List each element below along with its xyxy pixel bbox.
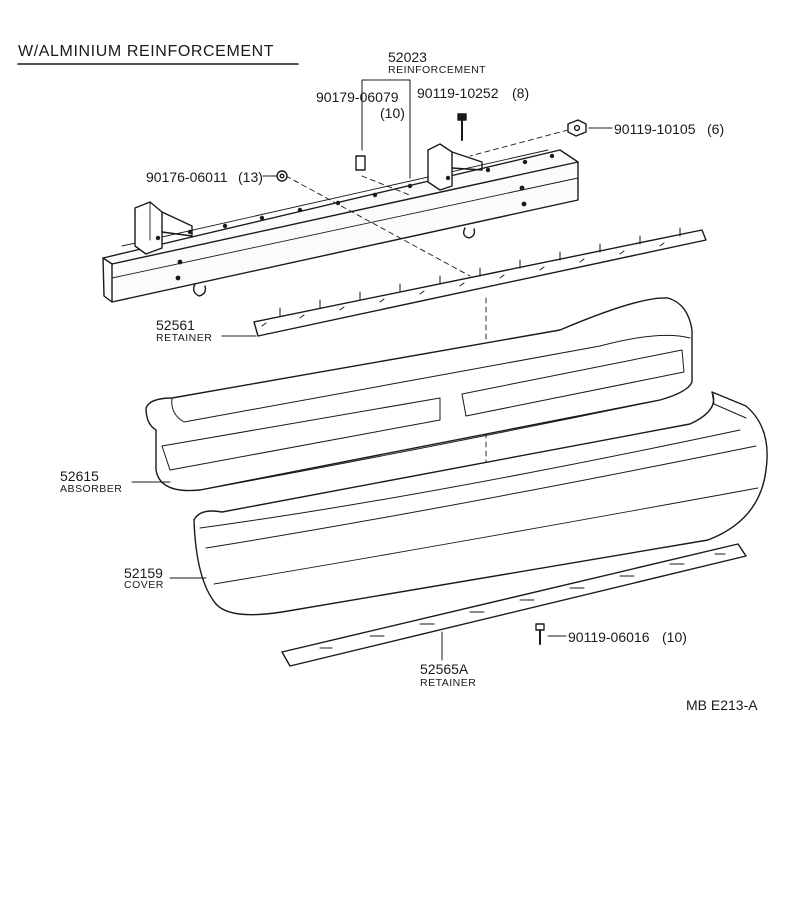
bolt-90119-10252-qty: (8) <box>512 85 530 101</box>
bolt-90119-06016-qty: (10) <box>662 629 687 645</box>
nut-90119-10105-number: 90119-10105 <box>614 121 696 137</box>
nut-90119-10105-shape <box>567 119 587 137</box>
bolt-90119-10252-number: 90119-10252 <box>417 85 499 101</box>
retainer-upper-number: 52561 <box>156 317 195 333</box>
nut-90179-06079-shape <box>355 155 366 171</box>
retainer-upper-name: RETAINER <box>156 332 213 344</box>
leader-lines <box>131 79 613 661</box>
nut-90119-10105-qty: (6) <box>707 121 725 137</box>
lower-retainer-strip <box>281 543 747 667</box>
retainer-lower-name: RETAINER <box>420 677 477 689</box>
nut-90176-06011-number: 90176-06011 <box>146 169 228 185</box>
nut-90179-06079-qty: (10) <box>380 105 405 121</box>
cover-body <box>193 391 768 616</box>
bolt-90119-10252-shape <box>457 113 467 141</box>
diagram-code: MB E213-A <box>686 697 758 713</box>
nut-90176-06011-qty: (13) <box>238 169 263 185</box>
bolt-90119-06016-shape <box>535 623 545 645</box>
upper-retainer-strip <box>253 227 707 337</box>
nut-90179-06079-number: 90179-06079 <box>316 89 399 105</box>
reinforcement-number: 52023 <box>388 49 427 65</box>
absorber-name: ABSORBER <box>60 483 123 495</box>
cover-number: 52159 <box>124 565 163 581</box>
cover-name: COVER <box>124 579 164 591</box>
retainer-lower-number: 52565A <box>420 661 469 677</box>
nut-90176-06011-shape <box>276 170 288 182</box>
bolt-90119-06016-number: 90119-06016 <box>568 629 650 645</box>
reinforcement-beam <box>102 143 579 303</box>
diagram-title: W/ALMINIUM REINFORCEMENT <box>18 43 275 60</box>
absorber-body <box>145 297 693 492</box>
absorber-number: 52615 <box>60 468 99 484</box>
reinforcement-name: REINFORCEMENT <box>388 64 487 76</box>
